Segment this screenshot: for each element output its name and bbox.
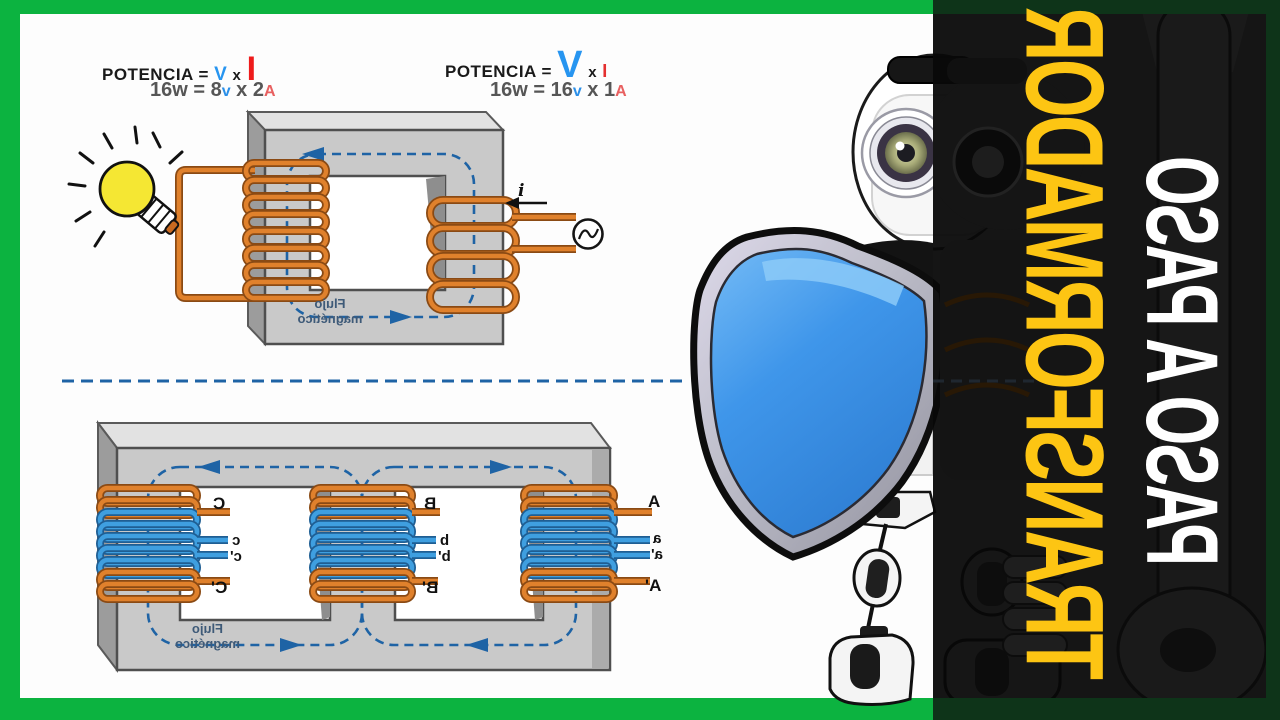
current-symbol: I [246, 50, 257, 88]
terminal-label-b: b [440, 532, 450, 549]
power-formula-1: POTENCIA = V x I [102, 50, 257, 89]
robot-camera-eye-icon [860, 107, 952, 199]
terminal-label-b2: b' [438, 548, 451, 565]
equals-sign: = [541, 62, 552, 81]
panel-border-top [933, 0, 1280, 14]
voltage-symbol: V [214, 64, 228, 85]
voltage-symbol: V [557, 44, 583, 86]
volt-unit: v [221, 83, 231, 100]
times-sign: x [232, 67, 242, 84]
power-values-2: 16w = 16v x 1A [490, 79, 627, 102]
terminal-label-a2: a' [651, 546, 663, 563]
panel-ghost-art [933, 0, 1268, 714]
top-left-coil [246, 163, 326, 298]
flux-word-2: magnético [175, 636, 241, 652]
video-subtitle: PASO A PASO [1124, 157, 1240, 567]
current-symbol: I [602, 61, 608, 81]
formula-word: POTENCIA [445, 62, 537, 81]
flux-word-1: Flujo [314, 296, 346, 311]
equals-sign: = [198, 65, 209, 84]
terminal-label-c2: c' [230, 548, 242, 565]
wrench-silhouette-icon [1116, 0, 1268, 714]
amp-value: x 2 [230, 79, 264, 101]
flux-arrow-left-icon [466, 638, 488, 652]
flux-arrow-right-icon [490, 460, 512, 474]
ac-source-icon [572, 218, 604, 250]
watts-value: 16w = 16 [490, 79, 573, 101]
formula-word: POTENCIA [102, 65, 194, 84]
light-bulb [67, 125, 184, 248]
border-left [0, 0, 20, 720]
bulb-circuit-wire [175, 166, 255, 302]
phase-b-leads [412, 508, 440, 585]
flux-word-2: magnético [297, 311, 363, 327]
flux-label-bottom: Flujo magnético [150, 621, 265, 651]
terminal-label-a: a [653, 530, 662, 547]
current-label: i [518, 181, 525, 201]
flux-arrow-left-icon [198, 460, 220, 474]
flux-arrow-right-icon [280, 638, 302, 652]
shield-sheen [762, 258, 904, 306]
top-flux-path [285, 147, 476, 324]
power-formula-2: POTENCIA = V x I [445, 44, 608, 87]
panel-border-bottom [933, 698, 1280, 720]
times-sign: x [588, 64, 598, 81]
power-values-1: 16w = 8v x 2A [150, 79, 276, 102]
flux-label-top: Flujo magnético [270, 296, 390, 326]
terminal-label-B2: B' [422, 578, 439, 597]
terminal-label-C2: C' [211, 578, 228, 597]
terminal-label-B: B [424, 494, 437, 513]
flux-word-1: Flujo [191, 621, 224, 636]
shield [690, 227, 949, 561]
terminal-label-A2: A' [645, 576, 662, 595]
amp-unit: A [263, 83, 276, 100]
title-panel: TRANSFORMADOR PASO A PASO [933, 0, 1280, 720]
phase-a-leads [614, 508, 652, 585]
phase-c-leads [197, 508, 230, 585]
terminal-label-A: A [648, 492, 661, 511]
volt-unit: v [572, 83, 582, 100]
robot-fingers-ghost [1002, 555, 1068, 657]
watts-value: 16w = 8 [150, 79, 222, 101]
coil-ghost [943, 292, 1031, 398]
flux-arrow-right-icon [390, 310, 412, 324]
current-arrow-icon [505, 197, 547, 209]
terminal-label-c: c [232, 532, 241, 549]
panel-border-right [1266, 0, 1280, 720]
terminal-label-C: C [213, 494, 226, 513]
top-right-coil [430, 200, 576, 310]
amp-value: x 1 [581, 79, 616, 101]
flux-arrow-left-icon [302, 147, 324, 161]
amp-unit: A [615, 83, 627, 100]
